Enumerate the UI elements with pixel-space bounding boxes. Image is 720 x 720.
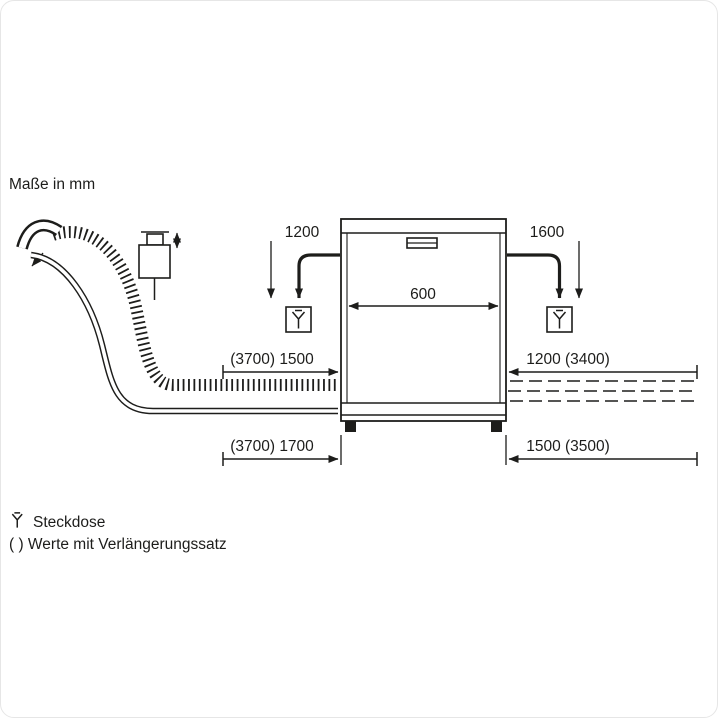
dimension-lower-right: 1500 (3500) <box>508 438 698 466</box>
dimension-hose-upper-left: (3700) 1500 <box>222 351 339 379</box>
legend: Steckdose ( ) Werte mit Verlängerungssat… <box>9 512 227 553</box>
dimension-upper-right: 1200 (3400) <box>508 351 698 379</box>
dim-cable-left-label: 1200 <box>285 224 320 241</box>
hose-nozzle <box>16 219 63 250</box>
dimension-hose-lower-left: (3700) 1700 <box>222 438 339 466</box>
cable-right: 1600 <box>507 224 583 299</box>
legend-socket-label: Steckdose <box>33 514 105 531</box>
dim-cable-right-label: 1600 <box>530 224 565 241</box>
dim-width-label: 600 <box>410 286 436 303</box>
supply-hose <box>30 251 338 415</box>
aquastop-valve <box>138 231 181 300</box>
page-title: Maße in mm <box>9 176 95 193</box>
dishwasher <box>340 218 507 432</box>
dimension-width: 600 <box>348 286 499 310</box>
legend-extension-note: ( ) Werte mit Verlängerungssatz <box>9 536 227 553</box>
foot-left <box>345 421 356 432</box>
foot-right <box>491 421 502 432</box>
dashed-hose-continuations <box>508 380 695 402</box>
dim-upper-right-label: 1200 (3400) <box>526 351 610 368</box>
dim-lower-right-label: 1500 (3500) <box>526 438 610 455</box>
dim-hose-upper-left-label: (3700) 1500 <box>230 351 314 368</box>
socket-icon <box>546 306 573 333</box>
control-panel <box>406 237 438 249</box>
dim-hose-lower-left-label: (3700) 1700 <box>230 438 314 455</box>
socket-icon <box>285 306 312 333</box>
cable-left: 1200 <box>267 224 340 299</box>
socket-legend-icon <box>11 512 23 528</box>
